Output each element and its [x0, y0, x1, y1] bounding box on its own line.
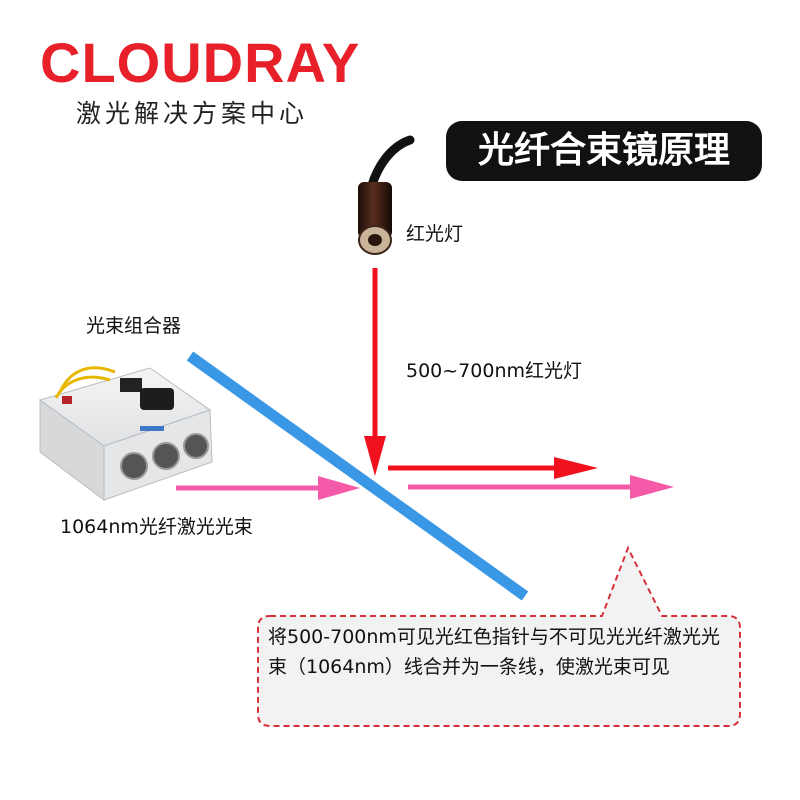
red-beam-right-arrow — [388, 457, 598, 479]
laser-beam-in-arrow — [176, 476, 360, 500]
beam-combiner-mirror — [190, 356, 525, 596]
combiner-label: 光束组合器 — [86, 311, 181, 338]
laser-beam-out-arrow — [408, 475, 674, 499]
red-light-lamp-icon — [358, 140, 410, 254]
fiber-laser-source-icon — [40, 368, 212, 500]
red-light-label: 红光灯 — [406, 219, 463, 246]
fiber-laser-label: 1064nm光纤激光光束 — [60, 512, 253, 539]
red-wavelength-label: 500~700nm红光灯 — [406, 356, 582, 383]
callout-text: 将500-700nm可见光红色指针与不可见光光纤激光光束（1064nm）线合并为… — [268, 622, 732, 682]
red-beam-down-arrow — [364, 268, 386, 476]
